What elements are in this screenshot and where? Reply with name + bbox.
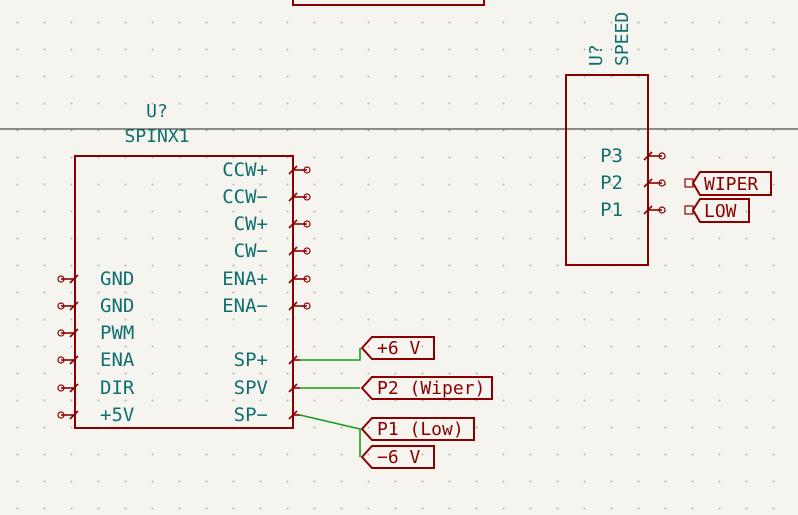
pin-label: ENA− — [222, 295, 268, 317]
speed-ref: U? — [586, 44, 607, 66]
svg-text:−6 V: −6 V — [377, 447, 421, 468]
pin-label: SP+ — [234, 349, 268, 371]
spinx-pin-pwm[interactable]: PWM — [57, 322, 134, 344]
spinx-pin-gnd-2[interactable]: GND — [57, 295, 134, 317]
pin-label: P1 — [600, 199, 623, 221]
pin-label: ENA+ — [222, 268, 268, 290]
svg-text:WIPER: WIPER — [704, 174, 758, 195]
svg-text:+6 V: +6 V — [377, 338, 421, 359]
spinx-body — [74, 155, 294, 429]
svg-text:LOW: LOW — [704, 201, 737, 222]
net-label-p2-wiper[interactable]: P2 (Wiper) — [360, 376, 493, 400]
pin-label: P3 — [600, 145, 623, 167]
speed-pin-p3[interactable]: P3 — [600, 145, 666, 167]
top-component-body[interactable] — [292, 0, 485, 6]
spinx-pin-sp-minus[interactable]: SP− — [234, 404, 300, 426]
spinx-ref: U? — [146, 101, 168, 122]
net-label-p1-low[interactable]: P1 (Low) — [360, 417, 475, 441]
spinx-pin-ccw-minus[interactable]: CCW− — [222, 186, 311, 208]
speed-component[interactable]: U? SPEED P3 P2 P1 — [565, 12, 666, 266]
pin-label: DIR — [100, 377, 135, 399]
spinx-pin-ena-minus[interactable]: ENA− — [222, 295, 311, 317]
spinx-pin-cw-plus[interactable]: CW+ — [234, 213, 311, 235]
pin-label: SP− — [234, 404, 268, 426]
wire-sp-plus[interactable] — [300, 348, 361, 361]
spinx-pin-5v[interactable]: +5V — [57, 404, 134, 426]
speed-body — [565, 74, 649, 266]
spinx-component[interactable]: U? SPINX1 CCW+ CCW− CW+ CW− — [57, 101, 311, 429]
pin-label: GND — [100, 268, 134, 290]
pin-label: +5V — [100, 404, 134, 426]
spinx-pin-ena[interactable]: ENA — [57, 349, 135, 371]
net-label-low[interactable]: LOW — [684, 198, 750, 223]
pin-label: PWM — [100, 322, 134, 344]
svg-text:P2 (Wiper): P2 (Wiper) — [377, 378, 485, 399]
speed-pin-p1[interactable]: P1 — [600, 199, 666, 221]
pin-label: P2 — [600, 172, 623, 194]
spinx-pin-cw-minus[interactable]: CW− — [234, 240, 311, 262]
speed-value: SPEED — [612, 12, 633, 66]
net-label-wiper[interactable]: WIPER — [684, 171, 772, 196]
net-label-minus6v[interactable]: −6 V — [360, 445, 435, 469]
pin-label: ENA — [100, 349, 135, 371]
spinx-pin-ena-plus[interactable]: ENA+ — [222, 268, 311, 290]
spinx-pin-gnd-1[interactable]: GND — [57, 268, 134, 290]
svg-text:P1 (Low): P1 (Low) — [377, 419, 464, 440]
pin-label: CW− — [234, 240, 268, 262]
spinx-value: SPINX1 — [124, 126, 189, 147]
pin-label: CW+ — [234, 213, 268, 235]
pin-label: CCW− — [222, 186, 268, 208]
spinx-pin-sp-plus[interactable]: SP+ — [234, 349, 300, 371]
spinx-pin-spv[interactable]: SPV — [234, 377, 300, 399]
pin-label: SPV — [234, 377, 268, 399]
wire-sp-minus[interactable] — [299, 414, 361, 457]
net-label-plus6v[interactable]: +6 V — [360, 336, 435, 360]
spinx-pin-dir[interactable]: DIR — [57, 377, 135, 399]
speed-pin-p2[interactable]: P2 — [600, 172, 666, 194]
spinx-pin-ccw-plus[interactable]: CCW+ — [222, 159, 311, 181]
pin-label: GND — [100, 295, 134, 317]
pin-label: CCW+ — [222, 159, 268, 181]
